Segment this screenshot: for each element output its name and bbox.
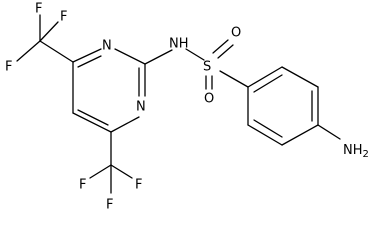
bond-benz-1-2-double xyxy=(253,74,283,93)
bond-ring-n1-c2 xyxy=(114,48,146,65)
bond-cf3top-f-right xyxy=(39,21,59,42)
bond-cf3bot-f-right xyxy=(110,164,133,179)
atom-n-ring-top: N xyxy=(102,39,112,54)
bond-ring-c6-n1-double xyxy=(77,55,102,68)
atom-f-top-right: F xyxy=(60,10,67,25)
atom-o-top: O xyxy=(231,26,241,41)
bond-cf3bot-f-left xyxy=(89,164,112,179)
bond-c2-nh xyxy=(144,49,173,65)
bond-ring-c6-n1 xyxy=(72,48,102,63)
bond-s-o-top-double xyxy=(217,44,234,59)
atom-s: S xyxy=(203,60,211,75)
atom-o-bottom: O xyxy=(204,92,214,107)
atom-f-top-left: F xyxy=(5,60,12,75)
molecule-diagram: F F F N N F F F NH S O O NH2 xyxy=(5,2,369,213)
bond-s-benzene xyxy=(219,70,249,88)
atom-f-bot-down: F xyxy=(106,198,113,213)
bond-ring-n3-c4 xyxy=(110,116,140,133)
bond-s-o-top xyxy=(212,39,229,54)
bond-cf3top-f-left xyxy=(16,40,41,62)
bond-benz-5-6-double xyxy=(253,119,283,138)
bond-ring-c4-c5-double xyxy=(77,109,109,126)
atom-nh2-subscript: 2 xyxy=(363,149,369,160)
atom-nh2: NH2 xyxy=(343,143,369,161)
atom-f-top-up: F xyxy=(35,2,42,17)
bond-nh-s xyxy=(185,48,205,61)
atom-f-bot-left: F xyxy=(79,178,86,193)
bond-benz-nh2 xyxy=(317,124,341,140)
atom-n-ring-bottom: N xyxy=(136,100,146,115)
bond-cf3top-ring xyxy=(39,40,74,63)
atom-nh: NH xyxy=(169,37,189,52)
atom-f-bot-right: F xyxy=(135,178,142,193)
structure-svg: F F F N N F F F NH S O O NH2 xyxy=(5,2,369,213)
bond-benz-2-3 xyxy=(281,66,319,88)
bond-benz-1-2 xyxy=(247,66,283,88)
atom-nh2-main: NH xyxy=(343,143,363,158)
bond-benz-5-6 xyxy=(247,124,283,146)
bond-ring-c4-c5 xyxy=(72,112,112,133)
bond-benz-4-5 xyxy=(281,124,319,146)
